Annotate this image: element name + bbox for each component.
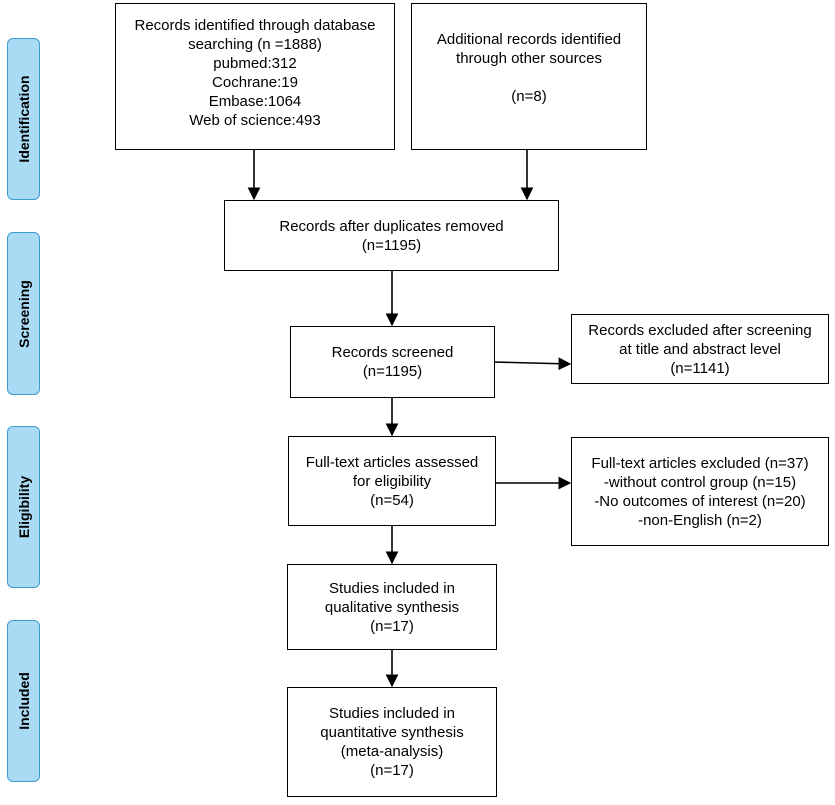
box-line: Full-text articles excluded (n=37) bbox=[591, 454, 809, 472]
box-excluded-screening: Records excluded after screening at titl… bbox=[571, 314, 829, 384]
box-duplicates-removed: Records after duplicates removed (n=1195… bbox=[224, 200, 559, 271]
box-line: (n=8) bbox=[511, 88, 547, 105]
box-line: (n=17) bbox=[370, 762, 414, 779]
box-screened: Records screened (n=1195) bbox=[290, 326, 495, 398]
box-line: through other sources bbox=[456, 50, 602, 67]
box-line: Full-text articles assessed bbox=[305, 453, 479, 471]
box-line: Records identified through database bbox=[134, 17, 376, 34]
box-line: Records after duplicates removed bbox=[279, 217, 504, 235]
box-line: (n=1141) bbox=[670, 359, 730, 377]
box-quantitative-synthesis: Studies included in quantitative synthes… bbox=[287, 687, 497, 797]
box-line: Studies included in bbox=[329, 579, 455, 597]
box-qualitative-synthesis: Studies included in qualitative synthesi… bbox=[287, 564, 497, 650]
box-line: Studies included in bbox=[329, 705, 455, 722]
box-line: -without control group (n=15) bbox=[603, 473, 797, 491]
stage-label-included: Included bbox=[15, 672, 32, 730]
box-line: Web of science:493 bbox=[189, 112, 321, 129]
box-other-sources: Additional records identified through ot… bbox=[411, 3, 647, 150]
box-line: (n=1195) bbox=[361, 236, 422, 254]
stage-label-screening: Screening bbox=[15, 279, 32, 348]
stage-tab-included: Included bbox=[7, 620, 40, 782]
box-line: qualitative synthesis bbox=[324, 598, 460, 616]
box-line: at title and abstract level bbox=[619, 340, 781, 358]
box-line: searching (n =1888) bbox=[188, 36, 322, 53]
stage-label-eligibility: Eligibility bbox=[15, 475, 32, 539]
stage-tab-identification: Identification bbox=[7, 38, 40, 200]
box-line: for eligibility bbox=[352, 472, 432, 490]
arrow-screened-to-excluded bbox=[493, 357, 572, 371]
stage-tab-eligibility: Eligibility bbox=[7, 426, 40, 588]
box-line: (meta-analysis) bbox=[340, 743, 444, 760]
box-line: quantitative synthesis bbox=[320, 724, 464, 741]
box-line: Cochrane:19 bbox=[212, 74, 298, 91]
box-full-text-assessed: Full-text articles assessed for eligibil… bbox=[288, 436, 496, 526]
box-line: -No outcomes of interest (n=20) bbox=[594, 492, 806, 510]
box-full-text-excluded: Full-text articles excluded (n=37) -with… bbox=[571, 437, 829, 546]
box-line: pubmed:312 bbox=[213, 55, 297, 72]
stage-tab-screening: Screening bbox=[7, 232, 40, 395]
box-line: (n=54) bbox=[370, 491, 414, 509]
box-line: Records screened bbox=[331, 344, 454, 361]
stage-label-identification: Identification bbox=[15, 75, 32, 163]
box-line: Records excluded after screening bbox=[588, 321, 812, 339]
box-line: Additional records identified bbox=[436, 31, 622, 48]
box-database-search: Records identified through database sear… bbox=[115, 3, 395, 150]
box-line: Embase:1064 bbox=[208, 93, 302, 110]
box-line: -non-English (n=2) bbox=[638, 511, 762, 529]
box-line: (n=17) bbox=[370, 617, 414, 635]
box-line: (n=1195) bbox=[362, 363, 423, 380]
